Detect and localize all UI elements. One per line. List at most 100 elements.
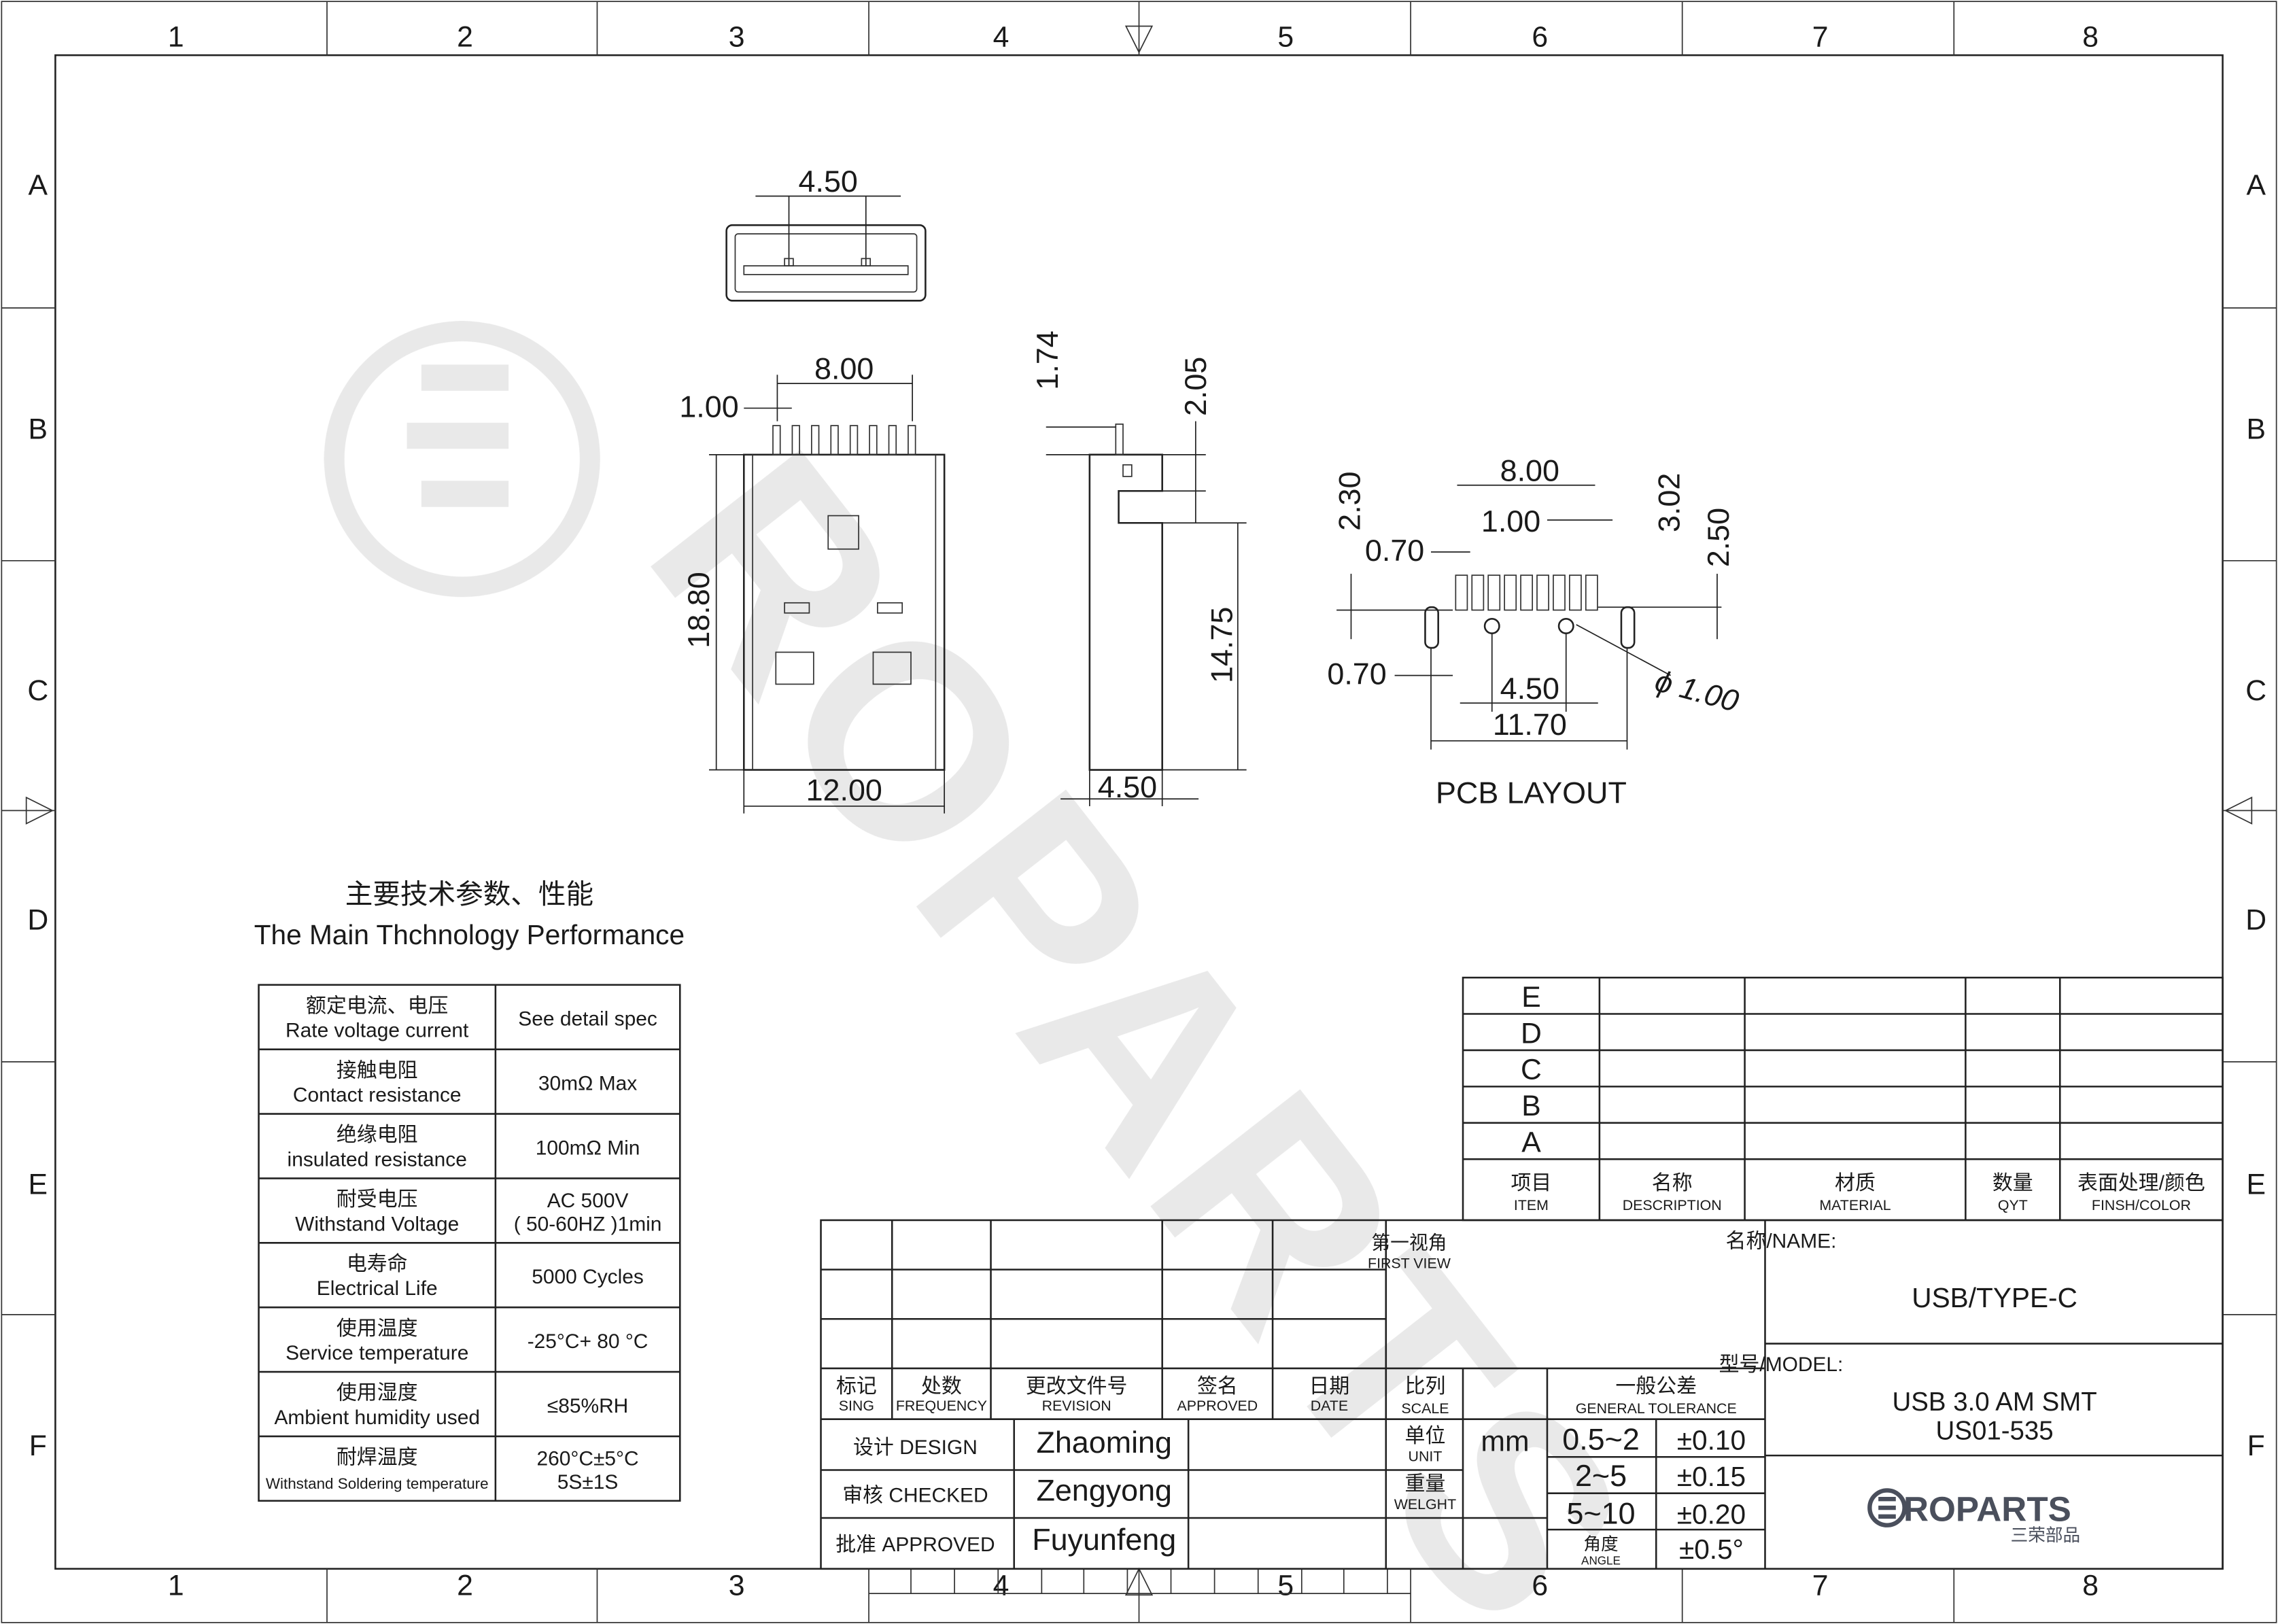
design-name: Zhaoming <box>1036 1425 1171 1459</box>
pcb-pad <box>1455 574 1468 611</box>
spec-value: AC 500V <box>547 1190 629 1212</box>
spec-label-en: Withstand Soldering temperature <box>266 1475 489 1492</box>
column-label: 3 <box>729 1569 745 1602</box>
approved-label: 批准 APPROVED <box>835 1534 995 1556</box>
spec-value: 100mΩ Min <box>536 1137 640 1159</box>
column-label: 2 <box>457 1569 473 1602</box>
tolerance-label-cn: 一般公差 <box>1615 1375 1697 1398</box>
row-label: D <box>2245 904 2266 937</box>
logo-mark-icon <box>1867 1488 1907 1527</box>
spec-label-en: Ambient humidity used <box>274 1406 480 1429</box>
row-label: D <box>27 904 48 937</box>
pcb-dim-302: 3.02 <box>1651 473 1686 532</box>
unit-value: mm <box>1481 1426 1529 1458</box>
column-label: 2 <box>457 20 473 53</box>
dim-height: 18.80 <box>681 572 716 648</box>
row-label: A <box>2246 169 2266 201</box>
pin <box>888 425 897 455</box>
pcb-dim-450: 4.50 <box>1500 671 1559 706</box>
first-view-cn: 第一视角 <box>1371 1232 1447 1254</box>
header-cn: 材质 <box>1835 1172 1876 1194</box>
row-label: C <box>27 674 48 707</box>
spec-value: ( 50-60HZ )1min <box>514 1213 662 1235</box>
spec-label-en: Electrical Life <box>317 1277 438 1300</box>
spec-label-cn: 接触电阻 <box>336 1059 418 1082</box>
pcb-dim-phi: ϕ 1.00 <box>1651 663 1742 719</box>
weight-label-cn: 重量 <box>1405 1472 1446 1495</box>
pcb-dim-070b: 0.70 <box>1327 656 1386 691</box>
column-label: 7 <box>1812 1569 1829 1602</box>
row-label: A <box>29 169 48 201</box>
pcb-pad <box>1471 574 1485 611</box>
unit-label-en: UNIT <box>1409 1449 1443 1465</box>
revision-row-label: C <box>1521 1054 1542 1086</box>
spec-label-en: Service temperature <box>286 1342 468 1364</box>
pin <box>791 425 800 455</box>
row-label: B <box>29 413 48 445</box>
dim-side-3: 14.75 <box>1204 607 1239 683</box>
model-value: USB 3.0 AM SMT <box>1892 1387 2096 1417</box>
change-header-en: FREQUENCY <box>896 1398 987 1414</box>
spec-value: 5000 Cycles <box>532 1266 644 1288</box>
dim-width: 12.00 <box>806 772 882 807</box>
logo-subtext: 三荣部品 <box>2011 1525 2081 1545</box>
row-label: F <box>29 1430 47 1462</box>
column-label: 8 <box>2082 1569 2099 1602</box>
model-value: US01-535 <box>1936 1417 2054 1446</box>
weight-label-en: WELGHT <box>1394 1496 1456 1513</box>
spec-value: 30mΩ Max <box>538 1072 637 1094</box>
header-en: FINSH/COLOR <box>2092 1197 2191 1213</box>
pcb-pad <box>1487 574 1501 611</box>
spec-label-en: insulated resistance <box>288 1148 467 1171</box>
spec-value: ≤85%RH <box>547 1395 628 1417</box>
row-label: E <box>2246 1168 2266 1200</box>
model-label: 型号/MODEL: <box>1719 1353 1844 1376</box>
pcb-dim-070a: 0.70 <box>1365 533 1424 568</box>
pcb-layout: 8.00 2.30 0.70 1.00 3.02 2.50 0.70 4.50 … <box>1327 453 1742 810</box>
title-block-border <box>820 1219 2224 1570</box>
pin <box>869 425 878 455</box>
pcb-dim-230: 2.30 <box>1332 472 1366 531</box>
dim-pin: 1.00 <box>679 389 738 424</box>
pin <box>810 425 820 455</box>
pcb-pad <box>1520 574 1534 611</box>
column-label: 3 <box>729 20 745 53</box>
tolerance-range: 5~10 <box>1566 1496 1635 1531</box>
row-label: F <box>2247 1430 2265 1462</box>
dim-side-1: 1.74 <box>1030 330 1065 390</box>
scale-label-cn: 比列 <box>1405 1375 1446 1398</box>
spec-label-en: Rate voltage current <box>286 1020 469 1042</box>
revision-table: EDCBA项目ITEM名称DESCRIPTION材质MATERIAL数量QYT表… <box>1462 976 2224 1222</box>
header-cn: 数量 <box>1992 1172 2033 1194</box>
logo-text: ROPARTS <box>1903 1489 2071 1528</box>
column-label: 5 <box>1277 1569 1294 1602</box>
design-label: 设计 DESIGN <box>853 1436 978 1459</box>
pin <box>772 425 781 455</box>
pcb-layout-title: PCB LAYOUT <box>1436 776 1627 810</box>
dim-side-4: 4.50 <box>1098 770 1157 804</box>
tolerance-value: ±0.15 <box>1677 1461 1746 1492</box>
performance-title-cn: 主要技术参数、性能 <box>345 878 593 910</box>
column-label: 4 <box>993 20 1009 53</box>
angle-value: ±0.5° <box>1679 1534 1744 1565</box>
tolerance-value: ±0.20 <box>1677 1499 1746 1530</box>
column-label: 5 <box>1277 20 1294 53</box>
change-header-cn: 标记 <box>836 1375 877 1398</box>
performance-title-en: The Main Thchnology Performance <box>254 919 685 950</box>
header-en: ITEM <box>1514 1197 1549 1213</box>
change-header-cn: 更改文件号 <box>1026 1375 1128 1398</box>
column-label: 6 <box>1532 20 1548 53</box>
column-label: 1 <box>168 20 184 53</box>
first-view-en: FIRST VIEW <box>1368 1255 1451 1271</box>
tolerance-value: ±0.10 <box>1677 1425 1746 1456</box>
spec-label-cn: 电寿命 <box>347 1253 408 1275</box>
header-en: DESCRIPTION <box>1623 1197 1722 1213</box>
pcb-dim-250: 2.50 <box>1701 508 1736 567</box>
spec-label-cn: 使用温度 <box>336 1317 418 1340</box>
column-label: 8 <box>2082 20 2099 53</box>
pcb-pad <box>1504 574 1517 611</box>
column-label: 6 <box>1532 1569 1548 1602</box>
